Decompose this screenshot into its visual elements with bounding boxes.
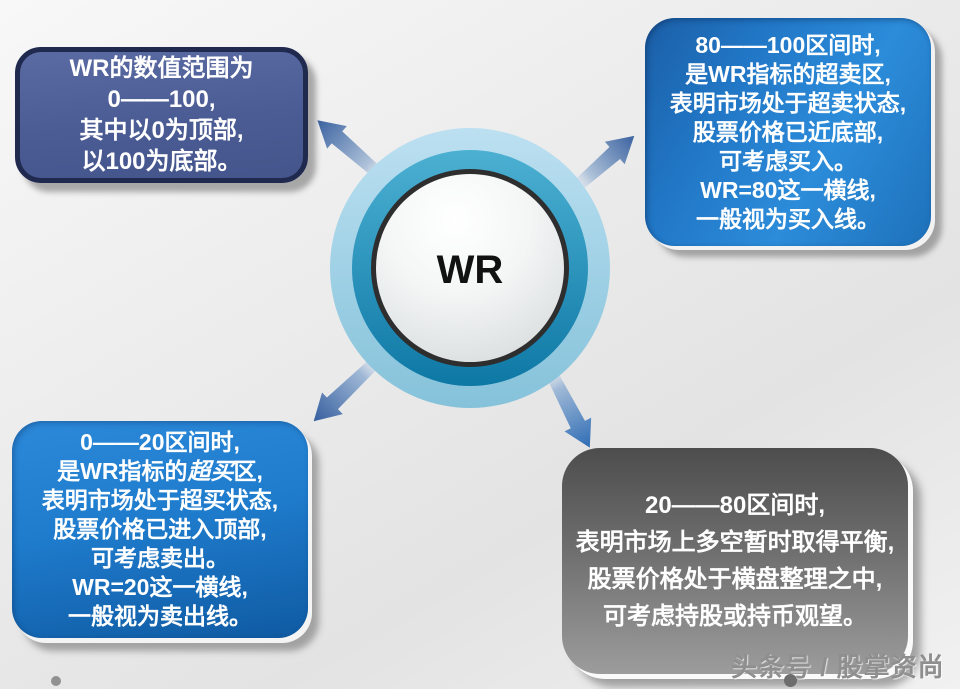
text-line: 0——100, — [107, 86, 216, 113]
text-line: 是WR指标的超卖区, — [685, 60, 891, 87]
info-box-oversold-zone: 80——100区间时,是WR指标的超卖区,表明市场处于超卖状态,股票价格已近底部… — [645, 18, 931, 246]
info-box-value-range: WR的数值范围为 0——100, 其中以0为顶部, 以100为底部。 — [15, 47, 308, 183]
decor-dot-left — [51, 676, 61, 686]
text-line: 一般视为买入线。 — [696, 205, 880, 232]
decor-dot-right — [784, 674, 797, 687]
text-line: 股票价格已进入顶部, — [53, 516, 267, 542]
text-line: 股票价格已近底部, — [692, 118, 884, 145]
watermark: 头条号 / 股掌资尚 — [731, 652, 945, 682]
text-line: 一般视为卖出线。 — [68, 603, 252, 629]
wr-center-circle: WR — [330, 128, 610, 408]
text-line: 表明市场处于超买状态, — [41, 487, 279, 513]
text-line: 以100为底部。 — [81, 148, 242, 175]
text-line: 股票价格处于横盘整理之中, — [587, 566, 883, 593]
text-line: 可考虑持股或持币观望。 — [603, 603, 867, 630]
text-line: 是WR指标的超买区, — [57, 458, 263, 484]
text-line: 0——20区间时, — [80, 429, 240, 455]
text-line: 表明市场上多空暂时取得平衡, — [575, 529, 895, 556]
text-line: WR=20这一横线, — [72, 574, 248, 600]
center-label: WR — [437, 248, 504, 292]
info-box-overbought-zone: 0——20区间时, 是WR指标的超买区, 表明市场处于超买状态, 股票价格已进入顶部,… — [12, 421, 308, 638]
info-box-neutral-zone: 20——80区间时, 表明市场上多空暂时取得平衡, 股票价格处于横盘整理之中, 可考虑… — [562, 448, 908, 674]
text-line: 20——80区间时, — [644, 492, 826, 519]
text-line: 80——100区间时, — [695, 31, 881, 58]
text-line: WR的数值范围为 — [69, 55, 254, 82]
text-line: 可考虑买入。 — [719, 147, 857, 174]
text-line: 可考虑卖出。 — [91, 545, 229, 571]
text-line: 其中以0为顶部, — [79, 117, 244, 144]
text-line: WR=80这一横线, — [700, 176, 876, 203]
text-line: 表明市场处于超卖状态, — [669, 89, 907, 116]
